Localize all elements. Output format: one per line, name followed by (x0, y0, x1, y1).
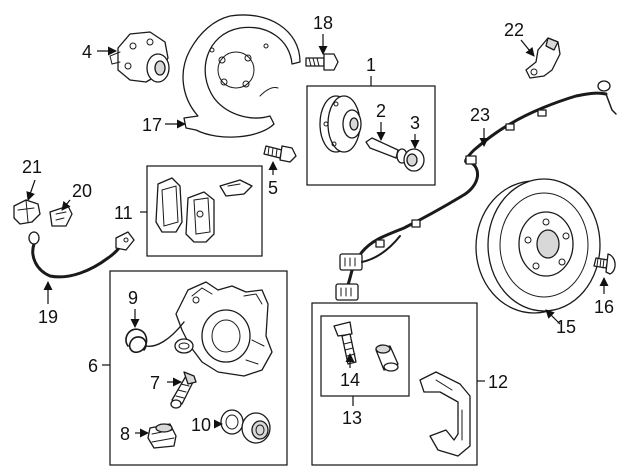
splash-shield-drawing (182, 14, 301, 138)
guide-bushing-drawing (375, 344, 399, 372)
caliper-housing-drawing (175, 281, 273, 377)
callout-18: 18 (313, 13, 333, 33)
callout-9: 9 (128, 288, 138, 308)
hose-clip-20-drawing (49, 205, 73, 227)
dust-cap-drawing (403, 148, 425, 172)
leader-21 (26, 179, 36, 201)
hub-bolt-drawing (365, 137, 408, 164)
wheel-hub-carrier-drawing (109, 31, 170, 83)
callout-15: 15 (556, 317, 576, 337)
callout-2: 2 (376, 101, 386, 121)
group-box-13 (320, 315, 410, 397)
callout-10: 10 (191, 415, 211, 435)
pad-clip-drawing (219, 179, 253, 197)
callout-7: 7 (150, 373, 160, 393)
callout-19: 19 (38, 307, 58, 327)
shield-bolt-drawing (305, 53, 339, 71)
leader-lines (26, 34, 609, 438)
callout-5: 5 (268, 178, 278, 198)
callout-13: 13 (342, 408, 362, 428)
callout-16: 16 (594, 297, 614, 317)
leader-15 (545, 309, 561, 325)
leader-20 (61, 199, 71, 211)
callout-22: 22 (504, 20, 524, 40)
callout-23: 23 (470, 105, 490, 125)
guide-bolt-14-drawing (333, 321, 357, 365)
caliper-bleeder-ring-drawing (174, 338, 194, 354)
caliper-bracket-12-drawing (419, 371, 471, 457)
brake-hose-drawing (28, 231, 135, 279)
callout-labels: 1 2 3 4 5 6 7 8 9 10 11 12 13 14 15 16 1… (22, 13, 614, 444)
callout-20: 20 (72, 181, 92, 201)
harness-connector-lower (335, 283, 359, 301)
seal-kit-10-drawing (220, 409, 271, 444)
callout-1: 1 (366, 55, 376, 75)
callout-14: 14 (340, 370, 360, 390)
abs-sensor-drawing (525, 37, 561, 79)
harness-connector-upper (339, 253, 363, 271)
brake-pad-right-drawing (185, 191, 215, 243)
callout-6: 6 (88, 356, 98, 376)
caliper-spring-drawing (125, 321, 185, 354)
callout-21: 21 (22, 157, 42, 177)
group-box-12 (311, 302, 478, 466)
boot-8-drawing (147, 423, 177, 449)
callout-17: 17 (142, 115, 162, 135)
group-box-6 (109, 270, 288, 466)
bolt-5-drawing (263, 145, 297, 163)
rotor-screw-drawing (593, 253, 616, 275)
hose-bracket-21-drawing (13, 199, 41, 225)
group-box-11 (146, 165, 263, 257)
hub-bearing-drawing (319, 95, 362, 153)
sensor-harness-drawing (335, 80, 617, 301)
brake-rotor-drawing (475, 178, 601, 314)
guide-pin-7-drawing (170, 371, 197, 409)
callout-3: 3 (410, 113, 420, 133)
callout-11: 11 (114, 203, 133, 223)
callout-12: 12 (488, 372, 508, 392)
callout-4: 4 (82, 42, 92, 62)
callout-8: 8 (120, 424, 130, 444)
brake-pad-left-drawing (155, 177, 183, 233)
leader-22 (520, 39, 535, 57)
